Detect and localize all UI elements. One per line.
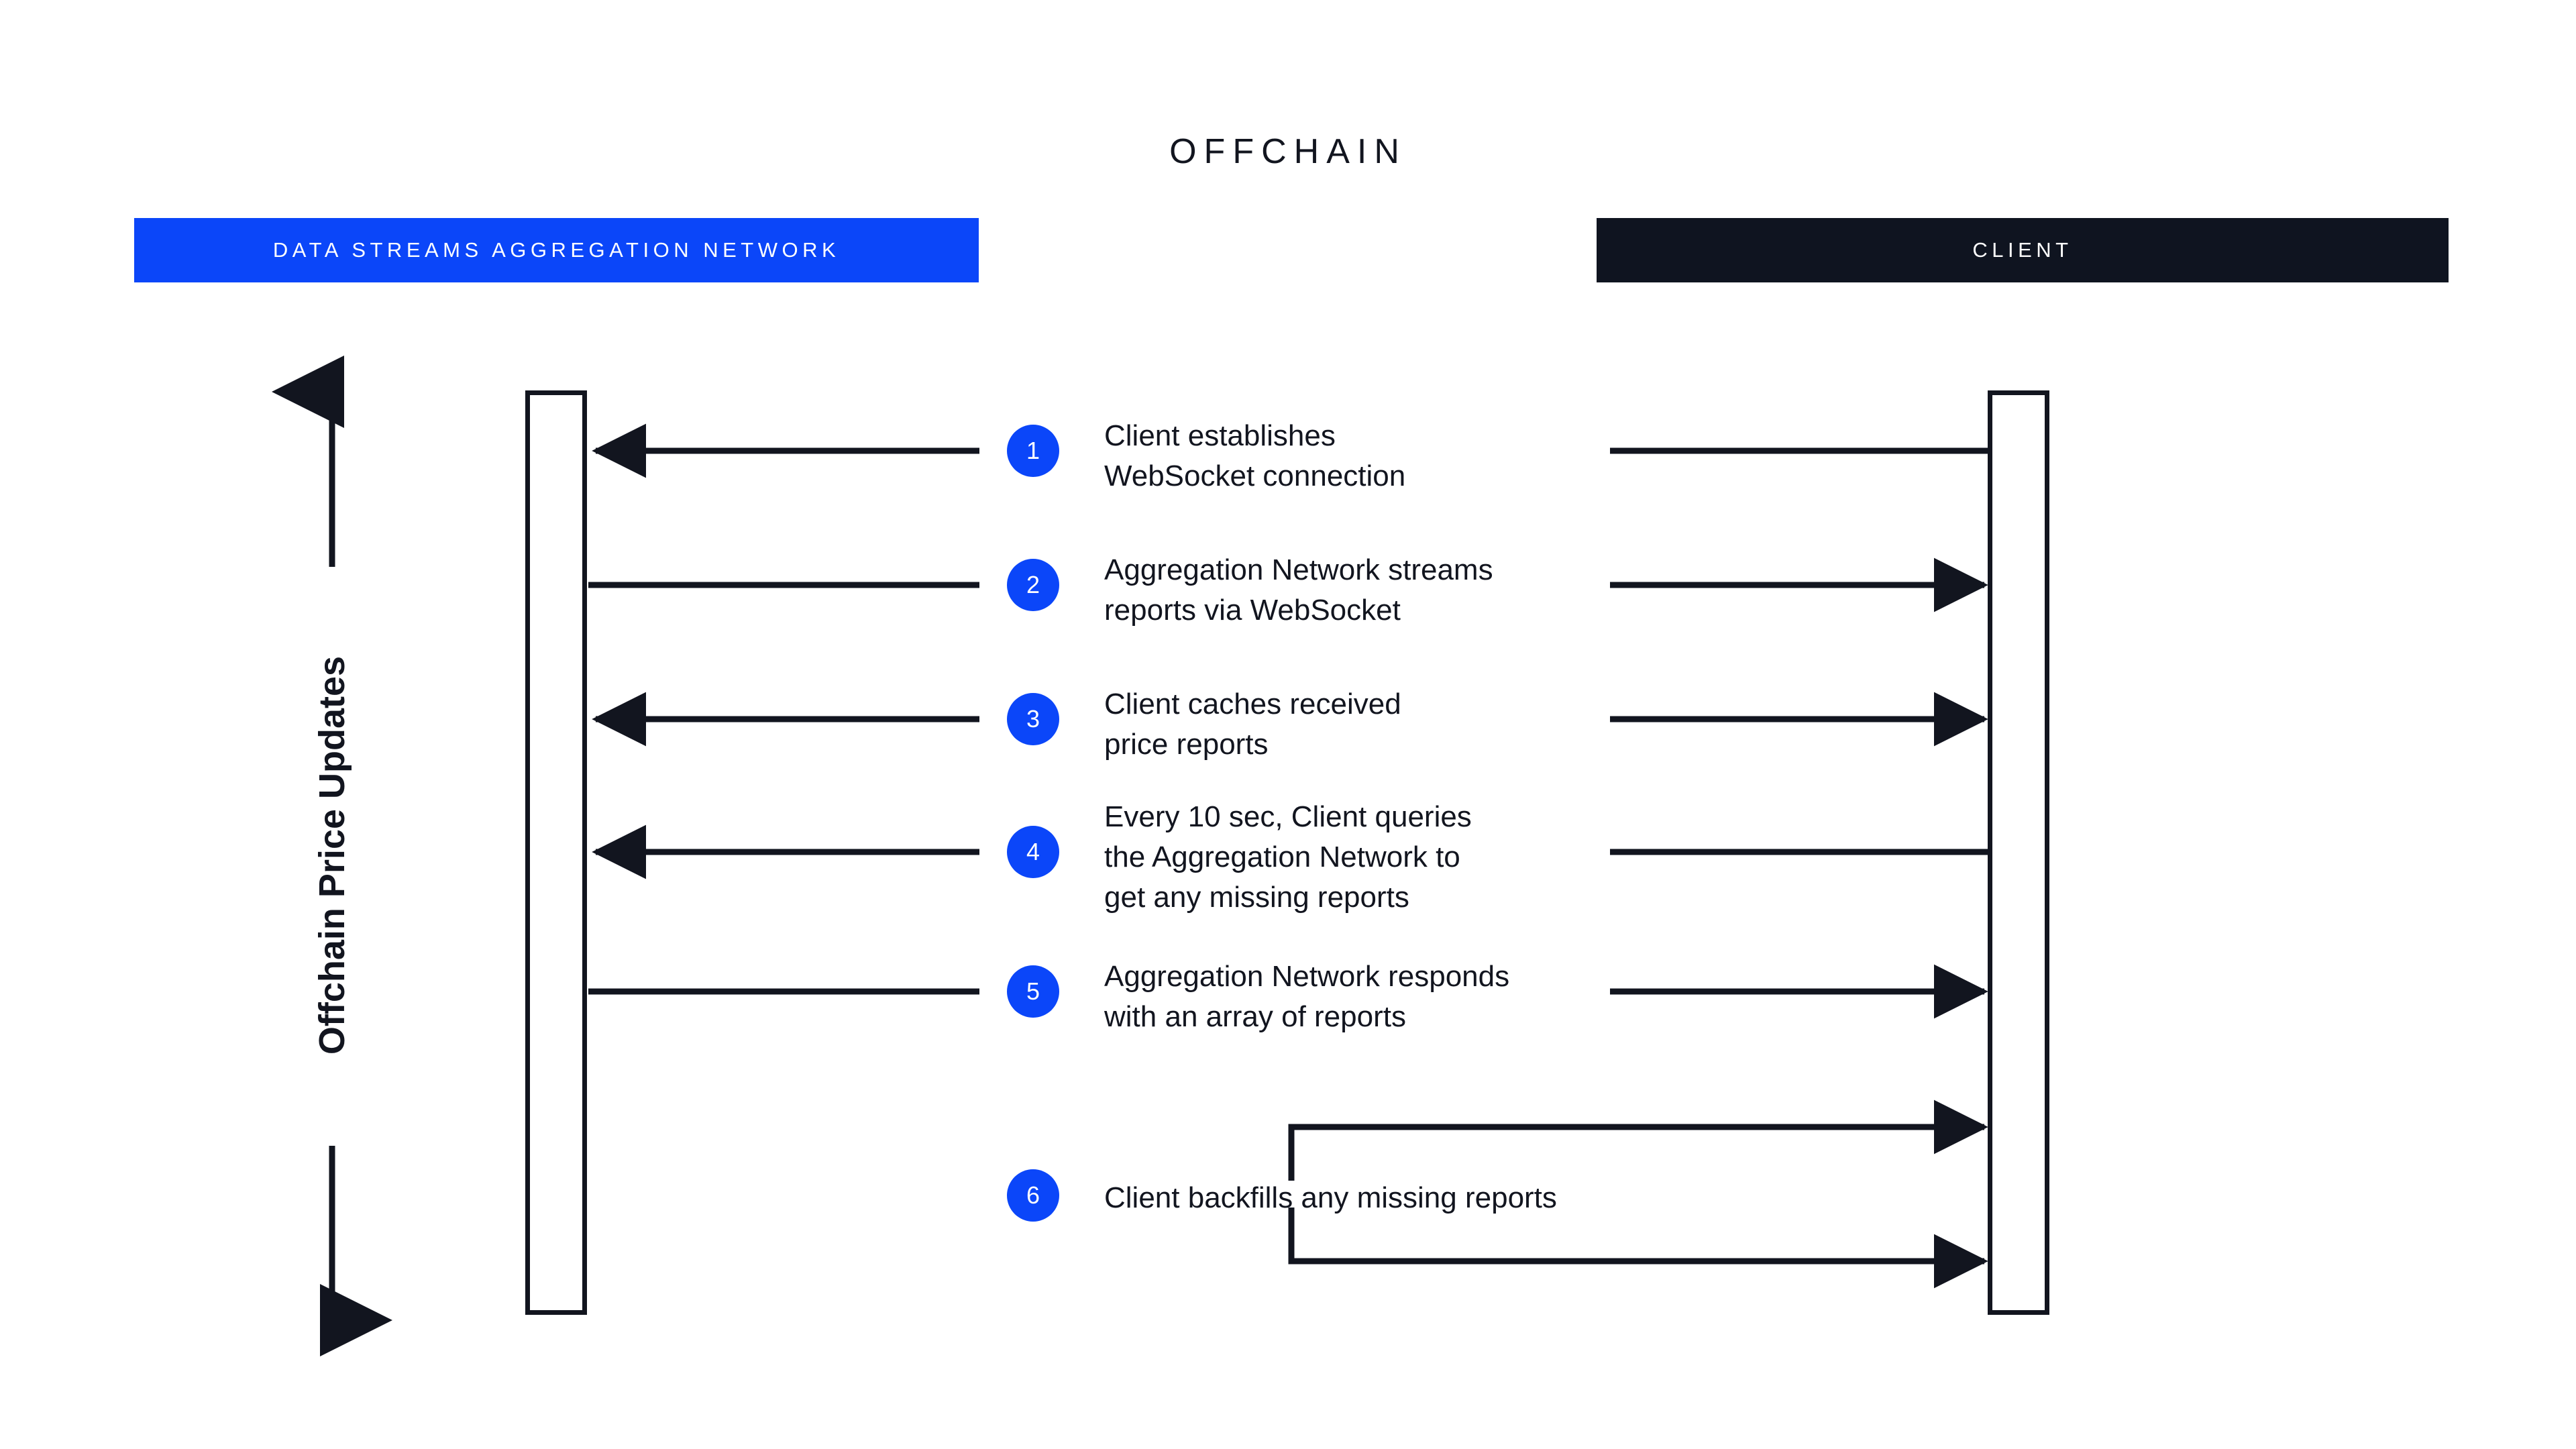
step-text-3: Client caches received price reports [1104, 688, 1401, 761]
step-badge-1-number: 1 [1026, 437, 1040, 464]
arrow-step6-upper [1288, 1099, 1988, 1181]
step-badge-2-number: 2 [1026, 571, 1040, 598]
lane-header-client: CLIENT [1597, 218, 2449, 282]
step-badge-1: 1 [1007, 425, 1059, 477]
step-badge-4: 4 [1007, 826, 1059, 878]
lane-header-aggregation-network-label: DATA STREAMS AGGREGATION NETWORK [272, 238, 841, 262]
lifeline-client [1988, 390, 2049, 1315]
step-badge-6-number: 6 [1026, 1181, 1040, 1209]
lifeline-aggregation-network [525, 390, 587, 1315]
step-text-2: Aggregation Network streams reports via … [1104, 553, 1493, 627]
offchain-price-updates-axis: Offchain Price Updates [272, 356, 392, 1356]
step-text-5: Aggregation Network responds with an arr… [1104, 960, 1510, 1033]
step-badge-5-number: 5 [1026, 977, 1040, 1005]
axis-label: Offchain Price Updates [312, 655, 352, 1055]
lane-header-client-label: CLIENT [1972, 238, 2073, 262]
step-text-6: Client backfills any missing reports [1104, 1181, 1557, 1214]
step-badge-3: 3 [1007, 693, 1059, 745]
step-badge-4-number: 4 [1026, 838, 1040, 865]
page-title: OFFCHAIN [1169, 132, 1407, 171]
step-badge-6: 6 [1007, 1169, 1059, 1222]
step-text-4: Every 10 sec, Client queries the Aggrega… [1104, 800, 1472, 914]
step-badge-5: 5 [1007, 965, 1059, 1018]
step-text-1: Client establishes WebSocket connection [1104, 419, 1406, 492]
vertical-double-arrow-icon [272, 356, 392, 1356]
step-badge-2: 2 [1007, 559, 1059, 611]
lane-header-aggregation-network: DATA STREAMS AGGREGATION NETWORK [134, 218, 979, 282]
step-badge-3-number: 3 [1026, 705, 1040, 733]
